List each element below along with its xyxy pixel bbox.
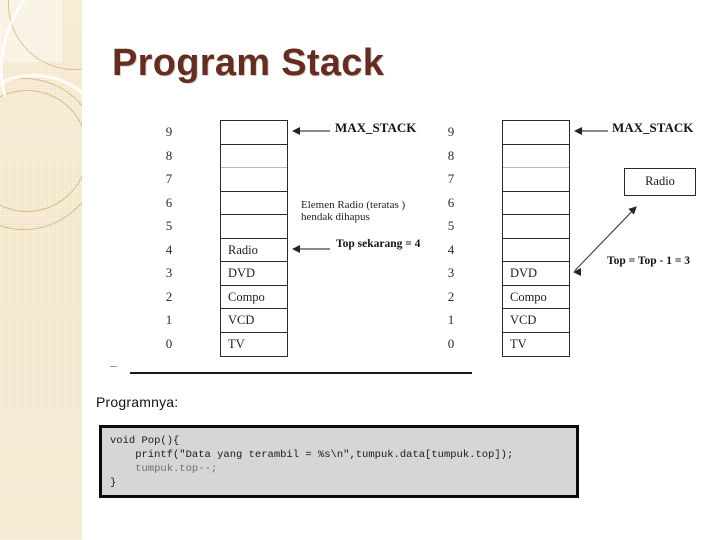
- index-label: 3: [165, 265, 173, 280]
- index-label: 0: [447, 335, 455, 351]
- stack-cell: [503, 215, 569, 239]
- code-block: void Pop(){ printf("Data yang terambil =…: [99, 425, 579, 498]
- index-label: 8: [447, 147, 455, 163]
- index-label: 5: [447, 218, 455, 233]
- stack-cell: [503, 168, 569, 192]
- stack-cell: DVD: [221, 262, 287, 286]
- index-label: 5: [165, 218, 173, 233]
- max-stack-arrow-icon: [574, 126, 608, 136]
- stack-cell: [503, 192, 569, 215]
- stack-after-box: DVD Compo VCD TV: [502, 120, 570, 357]
- code-text: void Pop(){ printf("Data yang terambil =…: [110, 434, 568, 490]
- stack-cell: [503, 121, 569, 145]
- stack-cell: [221, 121, 287, 145]
- code-line-2: printf("Data yang terambil = %s\n",tumpu…: [110, 449, 514, 461]
- index-label: 7: [447, 171, 455, 186]
- popped-element-box: Radio: [624, 168, 696, 196]
- stack-cell: Radio: [221, 239, 287, 262]
- index-label: 4: [165, 241, 173, 257]
- stack-cell: [221, 215, 287, 239]
- stack-diagram-before: 9 8 7 6 5 4 3 2 1 0 Radio DVD Compo VCD …: [158, 120, 458, 360]
- index-label: 1: [165, 312, 173, 327]
- max-stack-arrow-icon: [292, 126, 330, 136]
- stack-before-index-column: 9 8 7 6 5 4 3 2 1 0: [158, 120, 180, 355]
- new-top-arrow-icon: [573, 267, 583, 277]
- top-update-label: Top = Top - 1 = 3: [607, 255, 690, 267]
- stack-cell: VCD: [221, 309, 287, 333]
- programnya-label: Programnya:: [96, 394, 179, 410]
- decorative-side-band: [0, 0, 82, 540]
- max-stack-label: MAX_STACK: [612, 120, 694, 135]
- stack-cell: [221, 192, 287, 215]
- stack-cell: Compo: [503, 286, 569, 309]
- stack-cell: [503, 239, 569, 262]
- stack-cell: VCD: [503, 309, 569, 333]
- stack-cell: [221, 168, 287, 192]
- index-label: 7: [165, 171, 173, 186]
- code-line-3: tumpuk.top--;: [110, 463, 218, 475]
- index-label: 8: [165, 147, 173, 163]
- index-label: 6: [447, 194, 455, 210]
- index-label: 4: [447, 241, 455, 257]
- stack-after-index-column: 9 8 7 6 5 4 3 2 1 0: [440, 120, 462, 355]
- index-label: 2: [165, 288, 173, 304]
- index-label: 0: [165, 335, 173, 351]
- index-label: 9: [165, 124, 173, 139]
- stack-before-box: Radio DVD Compo VCD TV: [220, 120, 288, 357]
- index-label: 1: [447, 312, 455, 327]
- index-label: 6: [165, 194, 173, 210]
- section-divider: [130, 372, 472, 375]
- stack-cell: TV: [228, 336, 245, 351]
- code-line-1: void Pop(){: [110, 435, 180, 447]
- stack-cell: DVD: [503, 262, 569, 286]
- stack-cell: [503, 145, 569, 168]
- index-label: 2: [447, 288, 455, 304]
- stack-cell: Compo: [221, 286, 287, 309]
- code-line-4: }: [110, 477, 117, 489]
- index-label: 3: [447, 265, 455, 280]
- divider-tick: [110, 366, 117, 368]
- stack-cell: TV: [510, 336, 527, 351]
- pop-note-line-1: Elemen Radio (teratas ): [301, 199, 406, 211]
- pop-note-line-2: hendak dihapus: [301, 211, 370, 223]
- page-title: Program Stack: [112, 42, 385, 84]
- stack-cell: [221, 145, 287, 168]
- stack-diagram-after: 9 8 7 6 5 4 3 2 1 0 DVD Compo VCD TV MAX…: [440, 120, 720, 360]
- index-label: 9: [447, 124, 455, 139]
- top-sekarang-label: Top sekarang = 4: [336, 238, 421, 250]
- decorative-swoosh-lower: [0, 61, 82, 243]
- max-stack-label: MAX_STACK: [335, 120, 417, 135]
- top-pointer-arrow-icon: [292, 244, 330, 254]
